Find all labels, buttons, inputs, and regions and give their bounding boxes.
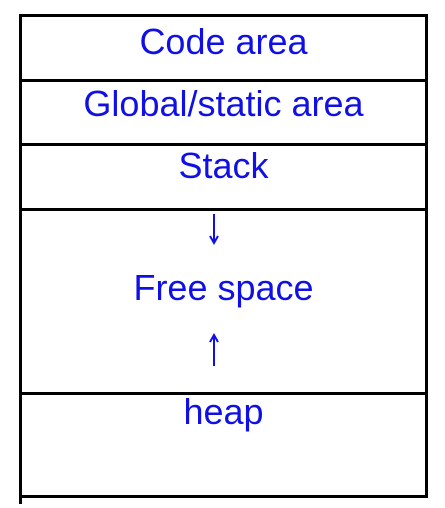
code-area-label: Code area	[139, 21, 308, 62]
stack-growth-arrow-down-icon	[209, 214, 219, 246]
divider-free-heap	[19, 392, 428, 395]
left-border	[19, 14, 22, 504]
bottom-border	[19, 495, 428, 498]
divider-global-stack	[19, 143, 428, 146]
top-border	[19, 14, 428, 17]
divider-stack-free	[19, 208, 428, 211]
stack-label: Stack	[178, 145, 269, 186]
heap-growth-arrow-up-icon	[209, 332, 219, 366]
free-space-label: Free space	[133, 267, 314, 308]
global-static-area-label: Global/static area	[83, 83, 364, 124]
right-border	[425, 14, 428, 498]
heap-label: heap	[183, 391, 264, 432]
divider-code-global	[19, 79, 428, 82]
